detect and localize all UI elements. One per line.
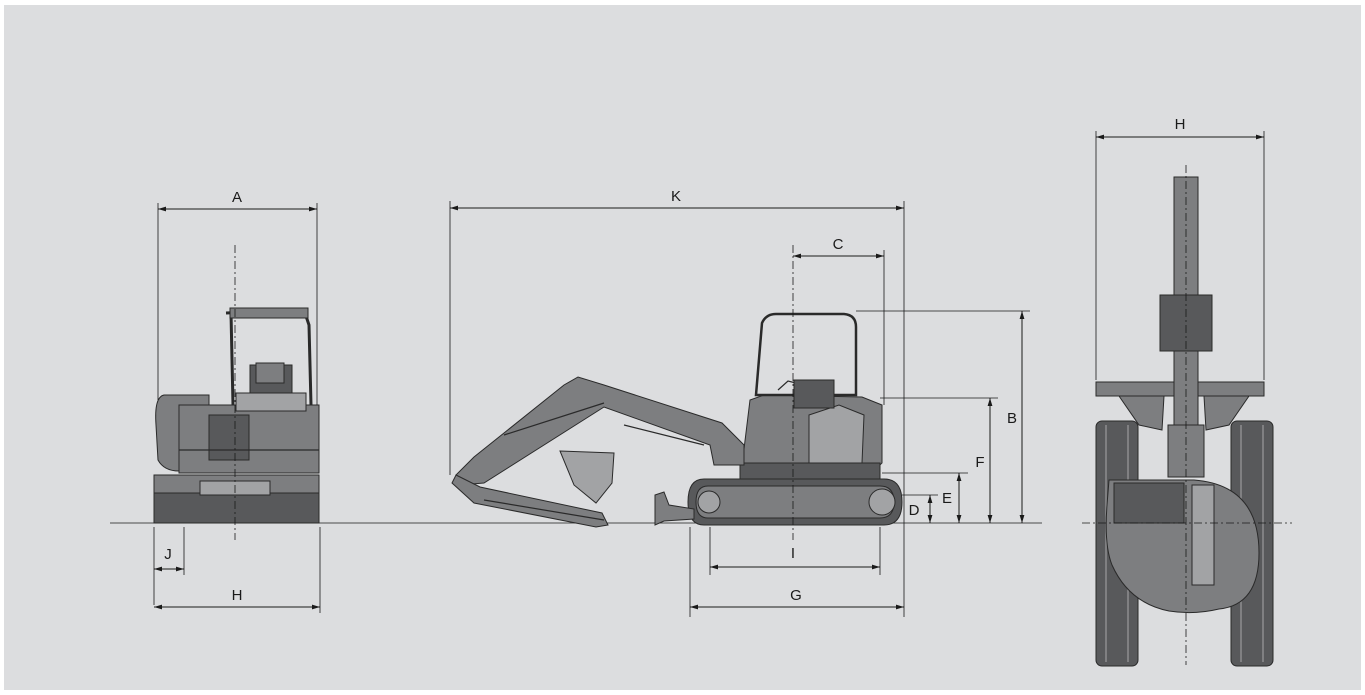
side-idler [697, 490, 721, 514]
dimension-a: A [157, 189, 318, 405]
dimension-i: I [709, 527, 881, 575]
dimension-h-front-label: H [232, 587, 243, 604]
side-bucket [559, 450, 615, 504]
excavator-dimension-diagram: A J H K C B F E [110, 116, 1292, 667]
dimension-e: E [882, 472, 968, 523]
dimension-h-top-label: H [1175, 116, 1186, 133]
dimension-g: G [689, 527, 904, 617]
side-dozer-blade [654, 491, 695, 526]
side-seat [793, 379, 835, 409]
side-view [451, 245, 903, 540]
dimension-c-label: C [833, 236, 844, 253]
dimension-e-label: E [942, 490, 952, 507]
front-boom-swing [208, 414, 250, 461]
dimension-c: C [793, 236, 885, 405]
dimension-b: B [856, 310, 1030, 523]
diagram-canvas: A J H K C B F E [4, 5, 1361, 690]
top-cab [1113, 482, 1185, 524]
side-sprocket [868, 488, 896, 516]
dimension-f-label: F [975, 454, 984, 471]
dimension-b-label: B [1007, 410, 1017, 427]
front-view [153, 245, 320, 540]
dimension-j-label: J [164, 546, 172, 563]
dimension-a-label: A [232, 189, 242, 206]
side-swing-base [739, 462, 881, 480]
dimension-d-label: D [909, 502, 920, 519]
dimension-f: F [880, 397, 998, 523]
dimension-i-label: I [791, 545, 795, 562]
dimension-h-front: H [154, 527, 321, 613]
top-view [1082, 165, 1292, 667]
dimension-k-label: K [671, 188, 681, 205]
dimension-h-top: H [1095, 116, 1265, 380]
dimension-g-label: G [790, 587, 802, 604]
side-cab [754, 312, 858, 397]
dimension-k: K [449, 188, 905, 617]
side-engine-cover [808, 404, 865, 464]
dimension-j: J [153, 527, 185, 605]
dimension-d: D [902, 494, 938, 523]
